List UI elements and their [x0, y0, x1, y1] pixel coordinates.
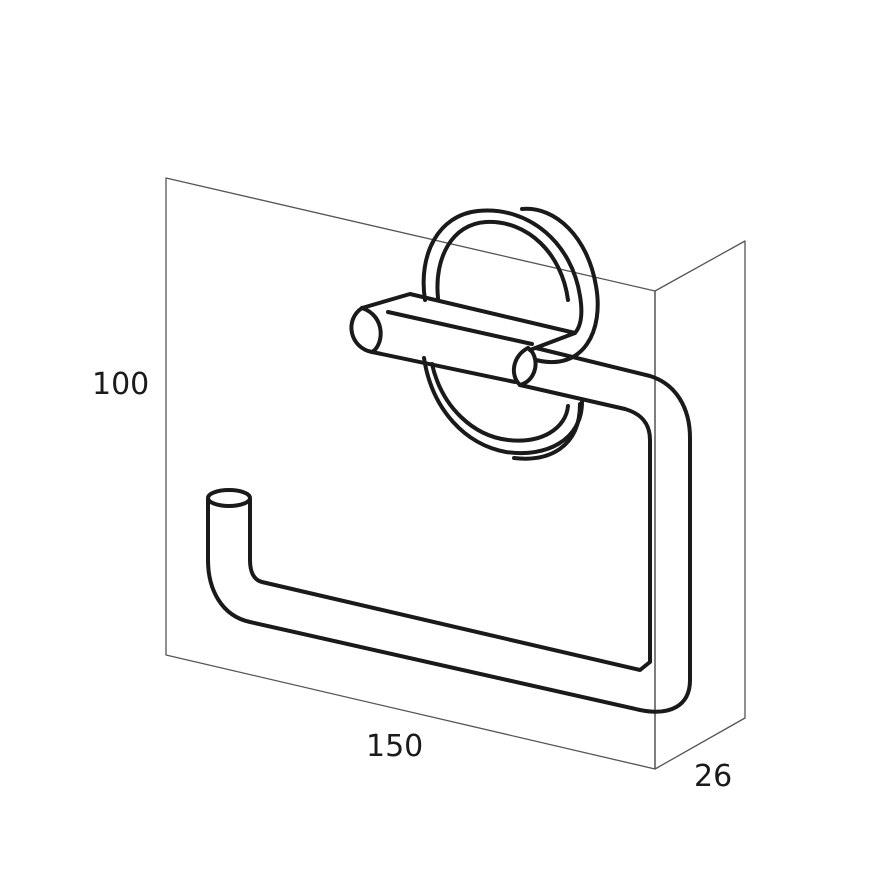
holder-outline [206, 206, 692, 714]
height-dimension-label: 100 [92, 367, 150, 402]
tube-open-end [206, 488, 252, 508]
bounding-box-side-face [654, 240, 746, 770]
upper-arm [349, 292, 577, 384]
bounding-box-front-face [165, 177, 656, 770]
tube-loop [206, 346, 692, 714]
wall-rosette [421, 206, 600, 461]
bounding-box [165, 177, 746, 770]
width-dimension-label: 150 [366, 729, 424, 764]
depth-dimension-label: 26 [694, 759, 733, 794]
